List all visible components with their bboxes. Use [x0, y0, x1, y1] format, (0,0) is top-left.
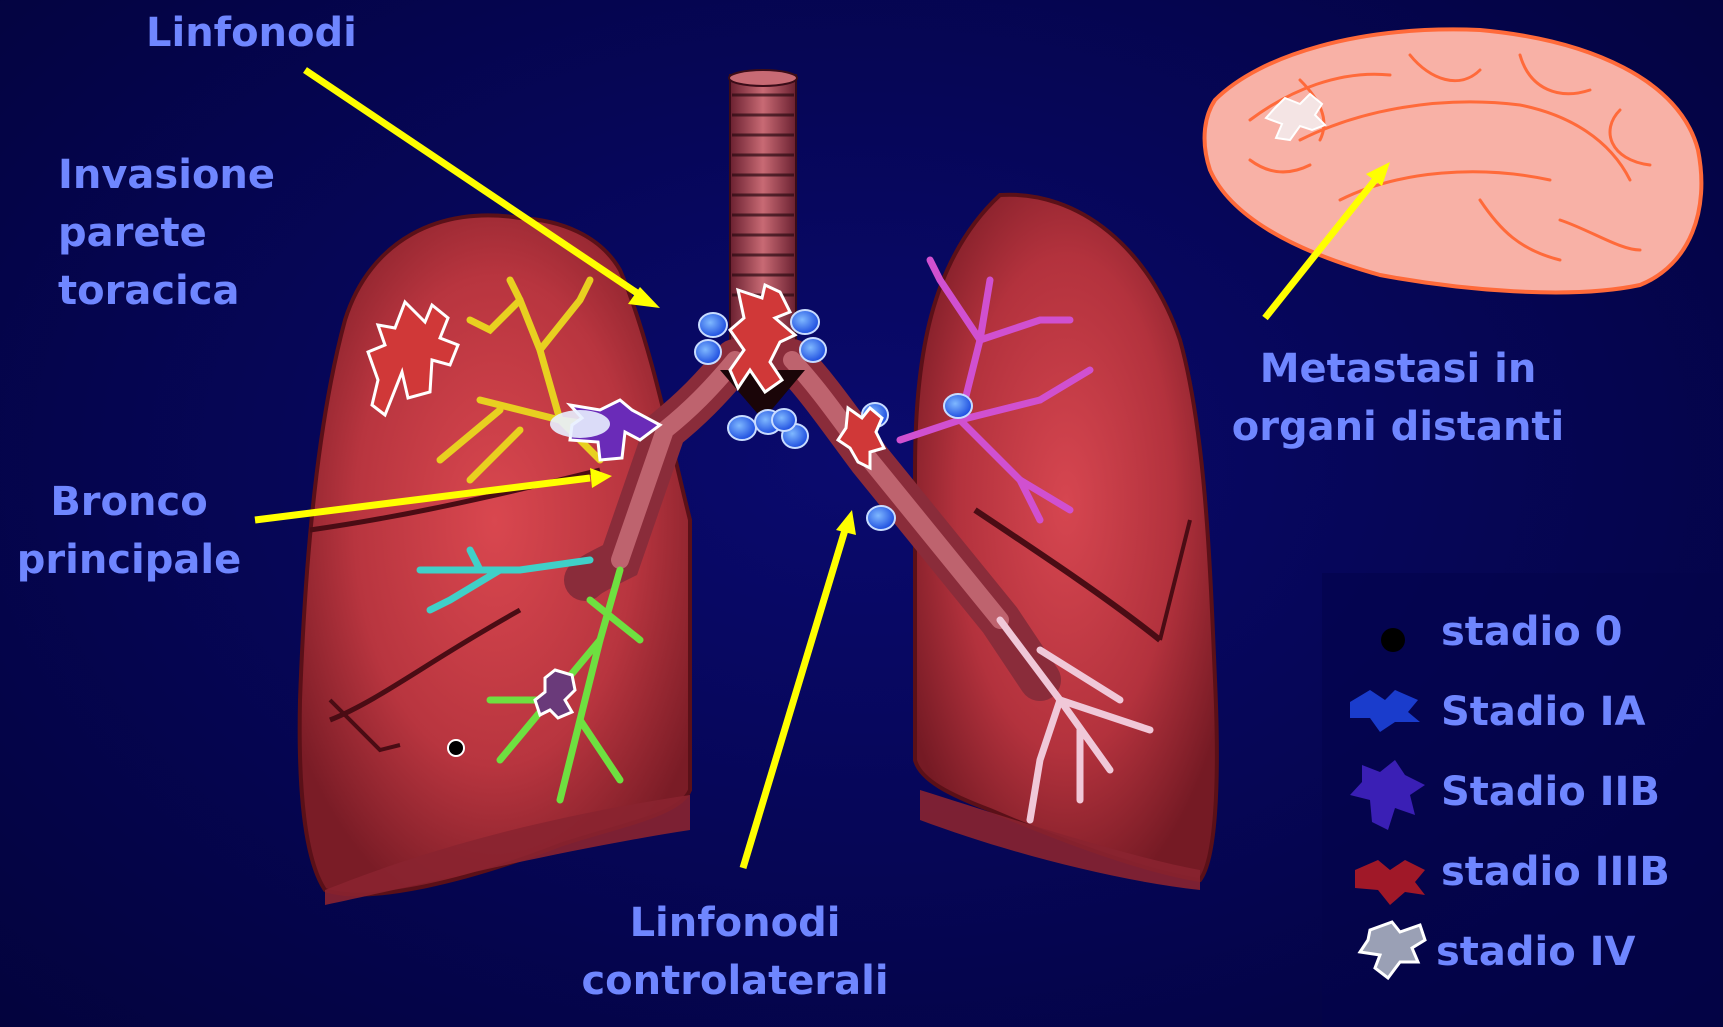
bronchus-highlight [550, 410, 610, 438]
legend-item-stage-iiib: stadio IIIB [1441, 844, 1670, 900]
legend-label: stadio 0 [1441, 609, 1623, 655]
label-invasione-line1: Invasione [58, 146, 275, 204]
arrow-linfonodi-controlaterali [743, 510, 856, 868]
label-invasione-line3: toracica [58, 262, 275, 320]
legend-label: Stadio IA [1441, 689, 1646, 735]
legend-item-stage-0: stadio 0 [1441, 604, 1623, 660]
label-metastasi-line2: organi distanti [1218, 398, 1578, 456]
label-bronco-line2: principale [6, 531, 252, 589]
label-linfonodi-contro-line2: controlaterali [560, 952, 910, 1010]
label-bronco-line1: Bronco [6, 473, 252, 531]
legend-item-stage-iv: stadio IV [1436, 924, 1636, 980]
legend-label: Stadio IIB [1441, 769, 1660, 815]
label-metastasi-line1: Metastasi in [1218, 340, 1578, 398]
legend-item-stage-iib: Stadio IIB [1441, 764, 1660, 820]
legend-label: stadio IV [1436, 929, 1636, 975]
brain-icon [1205, 29, 1702, 292]
legend-label: stadio IIIB [1441, 849, 1670, 895]
legend-item-stage-ia: Stadio IA [1441, 684, 1646, 740]
label-linfonodi-contro-line1: Linfonodi [560, 894, 910, 952]
legend-stage-0-icon [1381, 628, 1405, 652]
label-invasione-parete-toracica: Invasione parete toracica [58, 146, 275, 320]
label-bronco-principale: Bronco principale [6, 473, 252, 589]
label-metastasi-organi-distanti: Metastasi in organi distanti [1218, 340, 1578, 456]
stage-0-dot-icon [448, 740, 464, 756]
label-invasione-line2: parete [58, 204, 275, 262]
label-linfonodi: Linfonodi [146, 4, 357, 62]
label-linfonodi-controlaterali: Linfonodi controlaterali [560, 894, 910, 1010]
